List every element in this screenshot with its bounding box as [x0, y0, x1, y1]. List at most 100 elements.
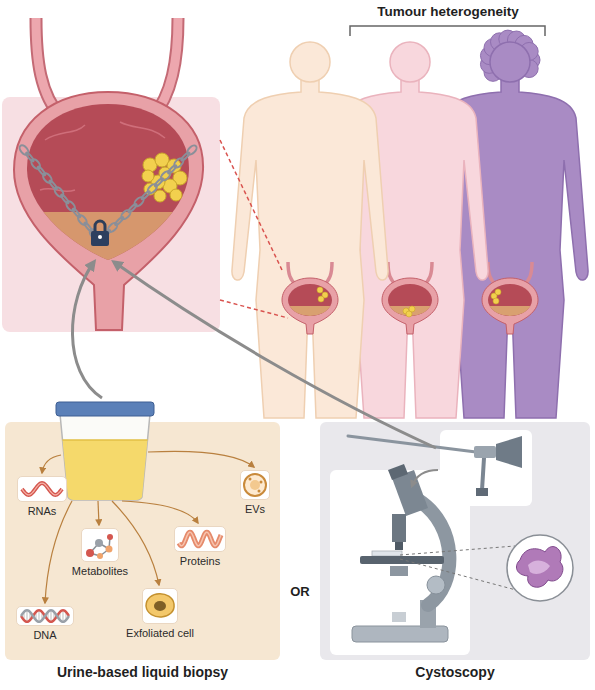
- chain-link: [60, 194, 69, 204]
- bladder-illustration: [20, 212, 200, 272]
- tissue-section: [528, 561, 550, 574]
- bladder-illustration: [27, 104, 189, 260]
- sample-arrows: [148, 451, 254, 467]
- chain-link: [180, 152, 190, 162]
- tumour-cluster: [170, 189, 182, 201]
- microscope: [372, 551, 402, 556]
- icon-box: [174, 526, 226, 552]
- microscope: [390, 566, 408, 576]
- met-icon: [95, 539, 103, 547]
- padlock: [91, 221, 109, 246]
- patient-silhouette: [406, 311, 412, 317]
- rna-icon: [22, 483, 62, 495]
- panel-caption: Urine-based liquid biopsy: [5, 664, 280, 681]
- chain-link: [167, 164, 177, 174]
- patient-silhouette: [490, 42, 530, 82]
- sample-arrows: [42, 455, 61, 473]
- icon-box: [240, 470, 270, 500]
- microscope: [395, 542, 403, 550]
- item-label: RNAs: [28, 505, 57, 518]
- dna-icon: [17, 607, 73, 625]
- diagnosis-arrows: [114, 262, 436, 448]
- patient-silhouette: [290, 42, 330, 82]
- microscope: [352, 626, 448, 642]
- patient-silhouette: [317, 287, 323, 293]
- cystoscope: [476, 488, 488, 496]
- process-arrow: [412, 470, 438, 486]
- dna-icon: [21, 610, 69, 622]
- urine-cup: [56, 402, 154, 416]
- diagnosis-arrows: [72, 262, 102, 398]
- protein-item: Proteins: [174, 526, 226, 568]
- chain-link: [37, 166, 46, 176]
- bladder-illustration: [14, 18, 203, 330]
- sample-arrows: [122, 501, 198, 523]
- chain-link: [173, 157, 185, 169]
- chain-link: [114, 216, 124, 226]
- cell-icon: [146, 594, 174, 617]
- chain-link: [48, 180, 57, 190]
- patient-silhouette: [282, 262, 338, 334]
- chain: [18, 144, 198, 241]
- tissue-section: [507, 535, 573, 601]
- urine-cup: [63, 439, 148, 441]
- liquid-biopsy-panel-ground: [5, 422, 280, 660]
- bladder-illustration: [14, 92, 203, 330]
- dna-icon: [62, 610, 63, 622]
- ev-icon: [241, 471, 269, 499]
- or-label: OR: [290, 584, 310, 599]
- ev-item: EVs: [240, 470, 270, 516]
- sample-arrows: [98, 501, 99, 525]
- magnify-lines: [400, 559, 516, 590]
- ev-icon: [250, 480, 260, 490]
- rna-item: RNAs: [17, 476, 67, 518]
- item-label: Proteins: [180, 555, 220, 568]
- patient-silhouette: [232, 80, 388, 418]
- diagnosis-arrows: [72, 262, 436, 448]
- chain-link: [83, 222, 92, 232]
- chain-link: [25, 152, 34, 162]
- pro-icon: [179, 532, 221, 546]
- liquid-biopsy-panel-ground: [5, 422, 280, 660]
- cystoscope: [482, 458, 484, 490]
- met-icon: [82, 529, 118, 561]
- patient-silhouette: [282, 262, 338, 334]
- padlock: [91, 231, 109, 246]
- cystoscopy-panel-ground: [320, 422, 590, 660]
- cystoscopy-panel: Cystoscopy: [320, 422, 590, 660]
- liquid-biopsy-panel: RNAs EVsMetabolitesProteinsDNA Exfoliated …: [5, 422, 280, 660]
- tumour-cluster: [142, 170, 154, 182]
- icon-box: [142, 588, 178, 624]
- patient-silhouette: [482, 262, 538, 334]
- tissue-section: [516, 547, 562, 588]
- cystoscope: [348, 430, 532, 506]
- metabolite-item: Metabolites: [72, 528, 128, 578]
- microscope: [388, 464, 408, 480]
- item-label: Exfoliated cell: [126, 627, 194, 640]
- chain-link: [133, 196, 145, 208]
- patient-silhouette: [232, 42, 388, 418]
- patient-silhouette: [390, 42, 430, 82]
- bracket-label: Tumour heterogeneity: [377, 4, 519, 19]
- dna-item: DNA: [16, 606, 74, 642]
- rna-icon: [18, 477, 66, 501]
- patient-silhouette: [482, 262, 538, 334]
- zoom-lines: [220, 140, 288, 318]
- item-label: EVs: [245, 503, 265, 516]
- icon-box: [81, 528, 119, 562]
- ev-icon: [260, 481, 263, 484]
- pro-icon: [179, 532, 221, 546]
- tissue-section: [507, 535, 573, 601]
- bracket: [350, 26, 545, 36]
- microscope: [392, 612, 406, 622]
- cystoscope: [440, 430, 532, 506]
- patient-silhouette: [493, 298, 499, 304]
- chain-link: [186, 144, 198, 156]
- urine-cup: [56, 402, 154, 500]
- cystoscope: [496, 436, 522, 468]
- cell-icon: [143, 589, 177, 623]
- microscope: [392, 514, 406, 542]
- pro-icon: [175, 527, 225, 551]
- dna-icon: [26, 610, 27, 622]
